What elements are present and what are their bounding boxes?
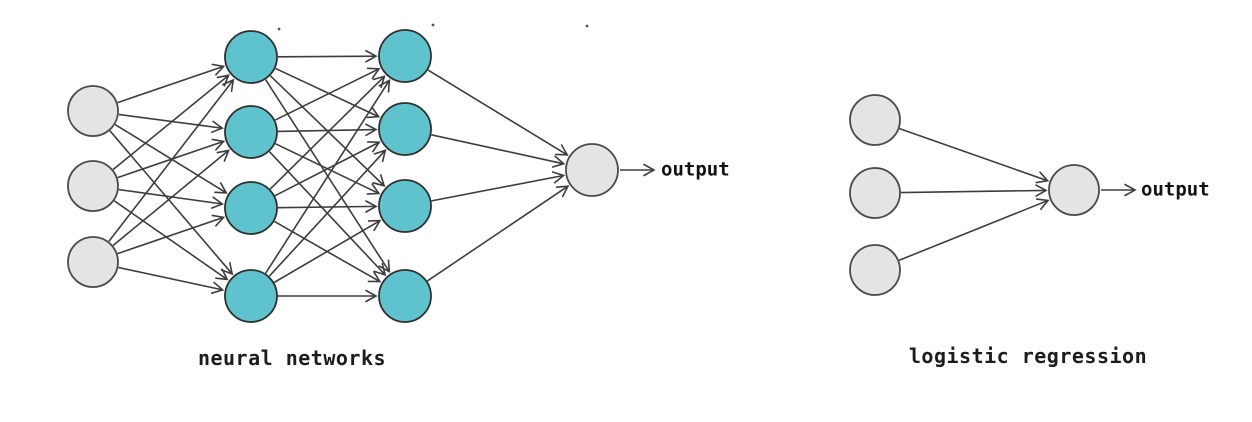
io-node [67, 236, 119, 288]
hidden-node [378, 269, 432, 323]
connection-arrow [112, 149, 230, 247]
connection-arrow [118, 266, 225, 294]
connection-arrow [273, 219, 382, 284]
hidden-node [378, 179, 432, 233]
connection-arrow [431, 134, 566, 168]
connection-arrow [275, 67, 381, 119]
diagram-neural-networks [67, 29, 619, 323]
connection-arrow [268, 149, 387, 277]
io-node [67, 160, 119, 212]
hidden-node [224, 105, 278, 159]
io-node [849, 167, 901, 219]
output-label-logistic-regression: output [1141, 178, 1210, 201]
io-node [67, 85, 119, 137]
connection-arrow [899, 127, 1050, 184]
connection-arrow [113, 200, 229, 281]
connection-arrow [274, 67, 381, 121]
io-node [565, 143, 619, 197]
connection-arrow [117, 214, 226, 255]
stray-dot [585, 24, 589, 28]
connection-arrow [118, 113, 224, 134]
hidden-node [224, 269, 278, 323]
connection-arrow [277, 49, 378, 63]
connection-arrow [269, 75, 386, 190]
connection-arrow [274, 141, 381, 197]
io-node [849, 244, 901, 296]
diagram-logistic-regression [849, 94, 1100, 296]
connection-arrow [277, 200, 378, 213]
connection-arrow [264, 79, 391, 274]
connection-arrow [898, 198, 1050, 262]
hidden-node [224, 181, 278, 235]
stray-dot [431, 23, 435, 27]
connection-arrow [426, 185, 570, 282]
connection-arrow [431, 171, 566, 202]
output-label-neural-networks: output [661, 158, 730, 181]
caption-neural-networks: neural networks [197, 346, 387, 370]
connection-arrow [277, 123, 378, 137]
connection-arrow [427, 69, 569, 156]
connection-arrow [118, 188, 224, 209]
stray-dot [277, 27, 281, 31]
connection-arrow [117, 138, 226, 179]
hidden-node [378, 29, 432, 83]
connection-arrow [112, 74, 230, 171]
connection-arrow [117, 63, 226, 104]
caption-logistic-regression: logistic regression [908, 344, 1148, 368]
hidden-node [224, 30, 278, 84]
connection-arrow [900, 184, 1048, 197]
io-node [1048, 164, 1100, 216]
connection-arrow [108, 78, 235, 242]
io-node [849, 94, 901, 146]
hidden-node [378, 102, 432, 156]
